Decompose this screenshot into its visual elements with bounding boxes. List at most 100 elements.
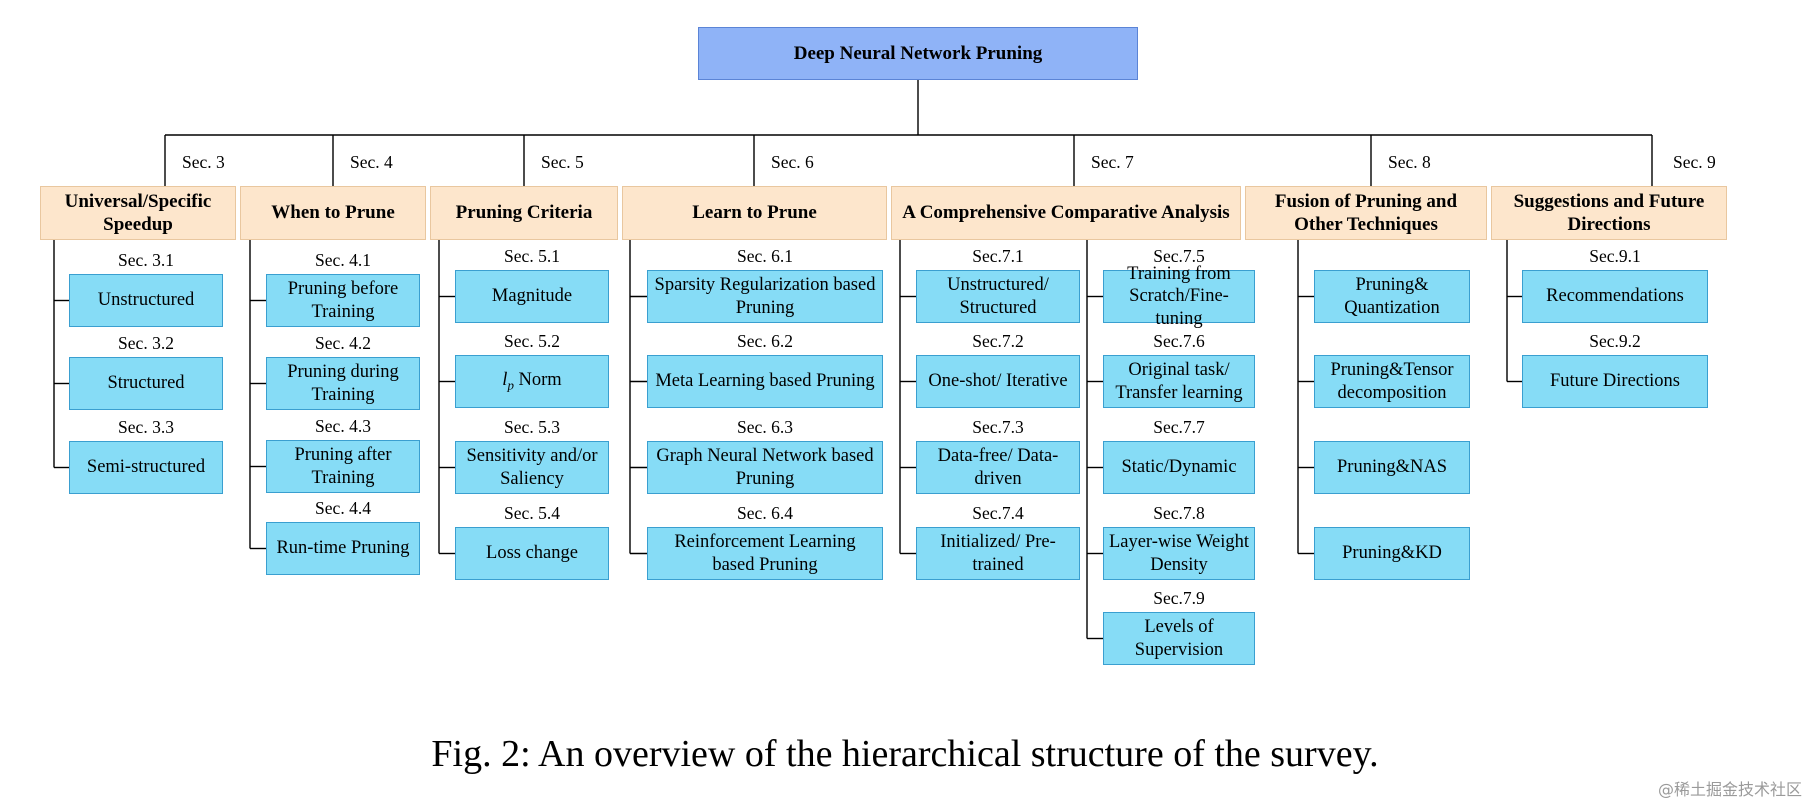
leaf-box-s6-2-text: Meta Learning based Pruning xyxy=(655,371,875,392)
category-box-4: When to Prune xyxy=(240,186,426,240)
leaf-box-s4-2: Pruning during Training xyxy=(266,357,420,410)
leaf-box-s4-1: Pruning before Training xyxy=(266,274,420,327)
leaf-box-s9-2-text: Future Directions xyxy=(1550,371,1680,392)
category-box-9: Suggestions and Future Directions xyxy=(1491,186,1727,240)
leaf-box-s6-2: Meta Learning based Pruning xyxy=(647,355,883,408)
category-box-6-text: Learn to Prune xyxy=(692,202,817,224)
leaf-label-s7a-2: Sec.7.2 xyxy=(972,331,1024,351)
leaf-label-s4-1: Sec. 4.1 xyxy=(315,250,371,270)
leaf-box-s7b-3-text: Static/Dynamic xyxy=(1121,457,1237,478)
leaf-box-s8-3: Pruning&NAS xyxy=(1314,441,1470,494)
leaf-box-s8-2-text: Pruning&Tensor decomposition xyxy=(1330,359,1454,403)
watermark: @稀土掘金技术社区 xyxy=(1657,780,1802,799)
leaf-box-s7b-5-text: Levels of Supervision xyxy=(1134,616,1224,660)
category-box-6: Learn to Prune xyxy=(622,186,887,240)
leaf-box-s7a-1-text: Unstructured/ Structured xyxy=(947,274,1049,318)
leaf-box-s5-1: Magnitude xyxy=(455,270,609,323)
root-node-text: Deep Neural Network Pruning xyxy=(793,42,1043,64)
leaf-box-s5-3-text: Sensitivity and/or Saliency xyxy=(466,445,598,489)
leaf-box-s9-2: Future Directions xyxy=(1522,355,1708,408)
category-box-5-text: Pruning Criteria xyxy=(455,202,593,224)
leaf-box-s3-2: Structured xyxy=(69,357,223,410)
leaf-label-s3-1: Sec. 3.1 xyxy=(118,250,174,270)
leaf-box-s8-1: Pruning& Quantization xyxy=(1314,270,1470,323)
leaf-box-s7b-4-text: Layer-wise Weight Density xyxy=(1108,531,1250,575)
leaf-label-s6-1: Sec. 6.1 xyxy=(737,246,793,266)
section-label-4: Sec. 4 xyxy=(350,152,393,172)
leaf-box-s7a-2-text: One-shot/ Iterative xyxy=(928,371,1068,392)
leaf-label-s4-3: Sec. 4.3 xyxy=(315,416,371,436)
leaf-box-s6-1: Sparsity Regularization based Pruning xyxy=(647,270,883,323)
leaf-label-s6-2: Sec. 6.2 xyxy=(737,331,793,351)
leaf-box-s9-1-text: Recommendations xyxy=(1546,286,1684,307)
leaf-box-s5-4-text: Loss change xyxy=(486,543,578,564)
leaf-box-s5-2-text: lp Norm xyxy=(502,370,562,393)
leaf-box-s7b-3: Static/Dynamic xyxy=(1103,441,1255,494)
leaf-box-s4-4: Run-time Pruning xyxy=(266,522,420,575)
leaf-box-s5-3: Sensitivity and/or Saliency xyxy=(455,441,609,494)
leaf-box-s7a-3-text: Data-free/ Data-driven xyxy=(937,445,1059,489)
category-box-7-text: A Comprehensive Comparative Analysis xyxy=(902,202,1230,224)
leaf-label-s5-2: Sec. 5.2 xyxy=(504,331,560,351)
leaf-label-s7a-1: Sec.7.1 xyxy=(972,246,1024,266)
leaf-box-s4-3-text: Pruning after Training xyxy=(294,444,392,488)
leaf-label-s3-3: Sec. 3.3 xyxy=(118,417,174,437)
leaf-box-s4-3: Pruning after Training xyxy=(266,440,420,493)
leaf-box-s8-4-text: Pruning&KD xyxy=(1342,543,1442,564)
section-label-5: Sec. 5 xyxy=(541,152,584,172)
category-box-9-text: Suggestions and Future Directions xyxy=(1513,190,1705,235)
leaf-label-s7b-5: Sec.7.9 xyxy=(1153,588,1205,608)
leaf-box-s8-3-text: Pruning&NAS xyxy=(1337,457,1447,478)
leaf-box-s7a-4-text: Initialized/ Pre-trained xyxy=(940,531,1056,575)
category-box-3-text: Universal/Specific Speedup xyxy=(64,190,212,235)
leaf-box-s3-1: Unstructured xyxy=(69,274,223,327)
category-box-5: Pruning Criteria xyxy=(430,186,618,240)
leaf-label-s5-1: Sec. 5.1 xyxy=(504,246,560,266)
leaf-label-s4-2: Sec. 4.2 xyxy=(315,333,371,353)
leaf-box-s6-4: Reinforcement Learning based Pruning xyxy=(647,527,883,580)
leaf-label-s7b-2: Sec.7.6 xyxy=(1153,331,1205,351)
leaf-box-s7a-1: Unstructured/ Structured xyxy=(916,270,1080,323)
category-box-3: Universal/Specific Speedup xyxy=(40,186,236,240)
leaf-box-s3-3: Semi-structured xyxy=(69,441,223,494)
leaf-label-s5-3: Sec. 5.3 xyxy=(504,417,560,437)
leaf-box-s7b-1: Training from Scratch/Fine-tuning xyxy=(1103,264,1255,329)
leaf-box-s4-1-text: Pruning before Training xyxy=(287,278,399,322)
category-box-7: A Comprehensive Comparative Analysis xyxy=(891,186,1241,240)
leaf-label-s9-1: Sec.9.1 xyxy=(1589,246,1641,266)
leaf-label-s7a-4: Sec.7.4 xyxy=(972,503,1024,523)
leaf-box-s5-2: lp Norm xyxy=(455,355,609,408)
leaf-box-s7b-4: Layer-wise Weight Density xyxy=(1103,527,1255,580)
leaf-label-s5-4: Sec. 5.4 xyxy=(504,503,560,523)
section-label-3: Sec. 3 xyxy=(182,152,225,172)
leaf-box-s4-2-text: Pruning during Training xyxy=(287,361,399,405)
leaf-label-s6-4: Sec. 6.4 xyxy=(737,503,793,523)
section-label-6: Sec. 6 xyxy=(771,152,814,172)
leaf-box-s3-2-text: Structured xyxy=(107,373,185,394)
leaf-label-s9-2: Sec.9.2 xyxy=(1589,331,1641,351)
leaf-box-s7b-1-text: Training from Scratch/Fine-tuning xyxy=(1127,263,1231,329)
leaf-box-s7b-2: Original task/ Transfer learning xyxy=(1103,355,1255,408)
category-box-8-text: Fusion of Pruning and Other Techniques xyxy=(1274,190,1458,235)
category-box-4-text: When to Prune xyxy=(271,202,395,224)
section-label-8: Sec. 8 xyxy=(1388,152,1431,172)
leaf-box-s9-1: Recommendations xyxy=(1522,270,1708,323)
leaf-box-s6-1-text: Sparsity Regularization based Pruning xyxy=(654,274,876,318)
leaf-label-s7b-1: Sec.7.5 xyxy=(1153,246,1205,266)
leaf-label-s7b-4: Sec.7.8 xyxy=(1153,503,1205,523)
leaf-box-s6-4-text: Reinforcement Learning based Pruning xyxy=(674,531,856,575)
leaf-box-s5-1-text: Magnitude xyxy=(491,286,573,307)
leaf-label-s7a-3: Sec.7.3 xyxy=(972,417,1024,437)
leaf-box-s5-4: Loss change xyxy=(455,527,609,580)
leaf-box-s6-3-text: Graph Neural Network based Pruning xyxy=(656,445,874,489)
leaf-box-s7b-5: Levels of Supervision xyxy=(1103,612,1255,665)
leaf-box-s3-1-text: Unstructured xyxy=(97,290,195,311)
leaf-box-s7a-4: Initialized/ Pre-trained xyxy=(916,527,1080,580)
section-label-7: Sec. 7 xyxy=(1091,152,1134,172)
leaf-label-s6-3: Sec. 6.3 xyxy=(737,417,793,437)
leaf-box-s4-4-text: Run-time Pruning xyxy=(276,538,410,559)
leaf-label-s4-4: Sec. 4.4 xyxy=(315,498,371,518)
leaf-box-s8-1-text: Pruning& Quantization xyxy=(1344,274,1440,318)
leaf-box-s3-3-text: Semi-structured xyxy=(86,457,206,478)
